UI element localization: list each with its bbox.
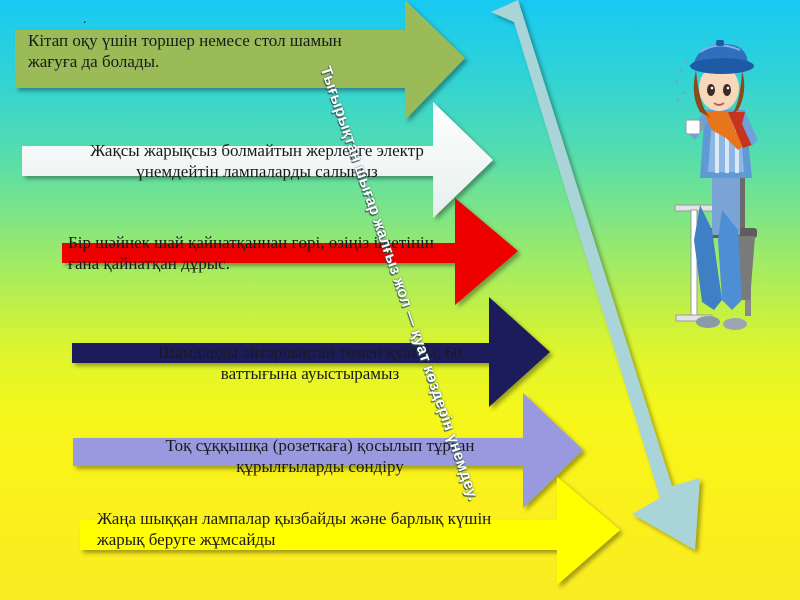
arrow-3-line-1: Бір шәйнек шай қайнатқаннан гөрі, өзіңіз… (68, 233, 434, 252)
arrow-6-line-1: Жаңа шыққан лампалар қызбайды және барлы… (97, 509, 492, 528)
arrow-1-line-2: жағуға да болады. (28, 52, 160, 71)
arrow-4 (72, 297, 550, 407)
slide-dot: . (83, 12, 87, 27)
diagonal-arrow (491, 0, 700, 550)
arrow-5-line-1: Тоқ сұққышқа (розеткаға) қосылып тұрған (165, 436, 475, 455)
arrow-3-text: Бір шәйнек шай қайнатқаннан гөрі, өзіңіз… (68, 232, 434, 274)
arrow-1-text: Кітап оқу үшін торшер немесе стол шамын … (28, 30, 342, 72)
arrow-1-line-1: Кітап оқу үшін торшер немесе стол шамын (28, 31, 342, 50)
arrow-6-text: Жаңа шыққан лампалар қызбайды және барлы… (97, 508, 491, 550)
arrow-4-line-2: ваттығына ауыстырамыз (220, 364, 400, 383)
arrow-6-line-2: жарық беруге жұмсайды (97, 530, 276, 549)
arrow-6 (80, 477, 620, 585)
arrow-3 (62, 198, 518, 305)
arrow-2-line-2: үнемдейтін лампаларды салыңыз (136, 162, 378, 181)
arrow-4-line-1: Шамдарды айтарлықтай төмен қуатты, 60 (157, 343, 463, 362)
arrow-4-text: Шамдарды айтарлықтай төмен қуатты, 60 ва… (100, 342, 520, 384)
arrow-2-line-1: Жақсы жарықсыз болмайтын жерлерге электр (90, 141, 424, 160)
arrow-2 (22, 102, 493, 218)
arrow-5-text: Тоқ сұққышқа (розеткаға) қосылып тұрған … (110, 435, 530, 477)
arrow-5-line-2: құрылғыларды сөндіру (236, 457, 404, 476)
character-figure (674, 40, 758, 330)
arrow-1 (15, 0, 465, 120)
arrow-5 (73, 393, 583, 508)
arrow-3-line-2: ғана қайнатқан дұрыс. (68, 254, 230, 273)
arrow-2-text: Жақсы жарықсыз болмайтын жерлерге электр… (52, 140, 462, 182)
